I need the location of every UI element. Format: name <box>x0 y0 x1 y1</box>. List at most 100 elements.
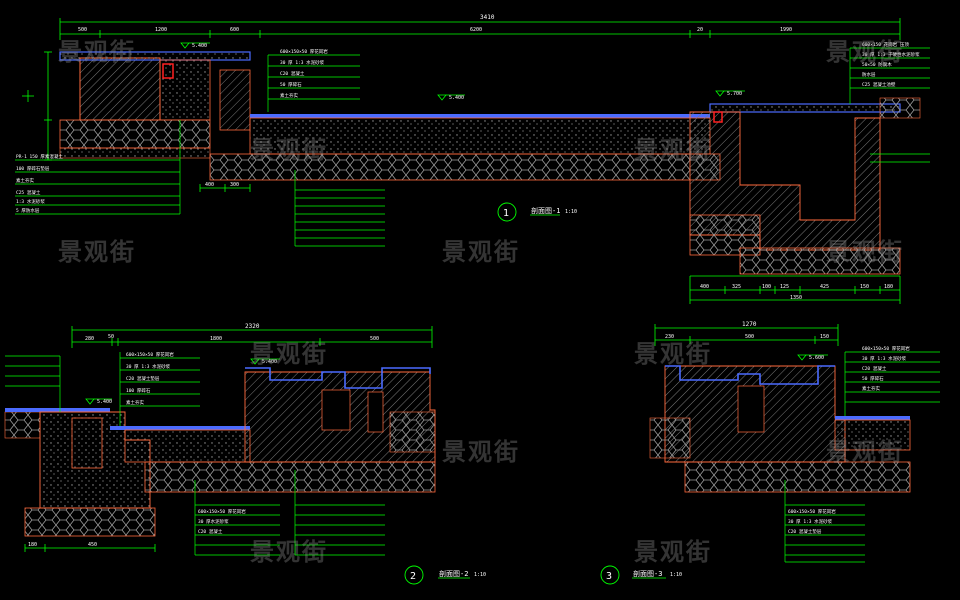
section-1-dim-left <box>22 51 52 161</box>
section-2-note-b2: 30 厚水泥砂浆 <box>198 518 229 525</box>
section-1-note-t3: C20 混凝土 <box>280 70 305 77</box>
section-2-base-left <box>24 507 156 537</box>
section-3: 1270 230 500 150 5.600 600×150×50 厚花岗岩 3… <box>600 321 940 585</box>
section-2-number-circle <box>404 565 424 585</box>
section-1-dim-bl-b: 300 <box>230 182 239 188</box>
section-2-elev-a: 5.400 <box>262 359 277 365</box>
section-2-drain-channel <box>71 417 103 469</box>
section-3-dim-top <box>654 324 839 346</box>
section-2-bed-void-a <box>321 389 351 431</box>
section-1-gravel-right <box>879 97 921 119</box>
section-3-number: 3 <box>606 571 612 582</box>
section-3-leaders-right <box>844 351 940 416</box>
section-2-elev-b: 5.400 <box>97 399 112 405</box>
section-2-bed-cap <box>245 367 431 389</box>
section-1-note-l4: C25 混凝土 <box>16 189 41 196</box>
section-1-dim-bottom-left <box>199 184 251 192</box>
section-3-paving-right <box>835 416 910 420</box>
section-2-note-t2: 30 厚 1:3 水泥砂浆 <box>126 363 171 370</box>
section-3-bed-cap <box>665 365 835 385</box>
section-3-number-circle <box>600 565 620 585</box>
section-1-dim-c: 600 <box>230 27 239 33</box>
section-2-note-t1: 600×150×50 厚花岗岩 <box>126 351 174 358</box>
section-1-note-t2: 30 厚 1:3 水泥砂浆 <box>280 59 325 66</box>
section-1-planter-core <box>79 57 161 121</box>
section-1-dim-br-a: 400 <box>700 284 709 290</box>
section-1-notes-table <box>294 170 385 247</box>
section-3-dim-c: 150 <box>820 334 829 340</box>
section-1-leaders-right <box>849 47 930 163</box>
section-3-slab <box>834 419 911 451</box>
section-1-slab <box>249 117 711 155</box>
section-1-dim-e: 20 <box>697 27 703 33</box>
section-1-scale: 1:10 <box>565 209 577 215</box>
section-2-dim-bottom-a: 180 <box>28 542 37 548</box>
section-1-red-marker-right <box>713 111 723 123</box>
section-2-gravel-left <box>4 411 41 439</box>
section-1-note-l2: 100 厚碎石垫层 <box>16 165 50 172</box>
section-1-number-circle <box>497 202 517 222</box>
section-3-note-r3: C20 混凝土 <box>862 365 887 372</box>
section-2-dim-bottom <box>24 544 156 552</box>
section-1-note-l5: 1:3 水泥砂浆 <box>16 198 45 205</box>
section-3-scale: 1:10 <box>670 572 682 578</box>
section-2: 2320 280 50 1800 500 180 450 5.400 5.400 <box>4 323 486 585</box>
section-2-elevation-markers <box>85 358 280 405</box>
section-1-subbase <box>209 153 721 181</box>
section-1-number: 1 <box>503 208 509 219</box>
section-3-gravel-left <box>649 417 691 459</box>
section-2-note-t3: C20 混凝土垫层 <box>126 375 160 382</box>
section-1-note-l3: 素土夯实 <box>16 177 34 184</box>
section-1-elev-a: 5.400 <box>192 43 207 49</box>
section-1-overall-dim: 3410 <box>480 14 495 21</box>
section-1-dim-d: 6200 <box>470 27 482 33</box>
section-2-dim-b: 50 <box>108 334 114 340</box>
section-3-note-b1: 600×150×50 厚花岗岩 <box>788 508 836 515</box>
section-2-notes-tables <box>194 470 385 556</box>
section-1-leaders-left <box>15 120 181 215</box>
section-1-planter-cap <box>59 51 251 61</box>
section-1-paving <box>250 114 710 118</box>
section-3-note-b3: C20 混凝土垫层 <box>788 528 822 535</box>
section-3-elev-a: 5.600 <box>809 355 824 361</box>
section-3-dim-a: 230 <box>665 334 674 340</box>
section-1-left-foot <box>59 147 211 159</box>
section-1-dim-br-e: 425 <box>820 284 829 290</box>
section-1-dim-f: 1990 <box>780 27 792 33</box>
section-2-dim-a: 280 <box>85 336 94 342</box>
section-1-leaders-top <box>267 54 360 112</box>
section-2-dim-d: 500 <box>370 336 379 342</box>
section-1-note-r4: 防水层 <box>862 71 876 78</box>
section-1-note-t1: 600×150×50 厚花岗岩 <box>280 48 328 55</box>
section-2-dim-bottom-b: 450 <box>88 542 97 548</box>
section-1-elev-c: 5.700 <box>727 91 742 97</box>
section-3-note-b2: 30 厚 1:3 水泥砂浆 <box>788 518 833 525</box>
section-1-note-r5: C25 混凝土池壁 <box>862 81 896 88</box>
section-3-note-r5: 素土夯实 <box>862 385 880 392</box>
section-1-wall-block <box>159 59 211 121</box>
section-2-note-t4: 100 厚碎石 <box>126 387 151 394</box>
section-1-dim-br-b: 325 <box>732 284 741 290</box>
section-2-bed-void-b <box>367 391 384 433</box>
section-1-dim-bottom-right <box>689 275 901 304</box>
section-3-note-r4: 50 厚碎石 <box>862 375 884 382</box>
section-2-paving <box>110 426 250 430</box>
section-1-note-r1: 600×150 花岗岩 压顶 <box>862 41 909 48</box>
section-2-subbase <box>144 461 436 493</box>
section-3-dim-b: 500 <box>745 334 754 340</box>
section-1-note-r2: 30 厚 1:3 干硬性水泥砂浆 <box>862 51 920 58</box>
section-3-note-r1: 600×150×50 厚花岗岩 <box>862 345 910 352</box>
section-3-overall-dim: 1270 <box>742 321 757 328</box>
section-1-left-base <box>59 119 211 149</box>
section-2-note-t5: 素土夯实 <box>126 399 144 406</box>
section-1-pool-foot <box>739 247 901 275</box>
section-3-title: 剖面图-3 <box>633 569 662 578</box>
section-2-dim-top <box>71 326 433 348</box>
section-1-dim-br-g: 180 <box>884 284 893 290</box>
section-2-paving-left <box>5 408 110 412</box>
section-2-scale: 1:10 <box>474 572 486 578</box>
section-3-subbase <box>684 461 911 493</box>
section-1-dim-a: 500 <box>78 27 87 33</box>
section-2-slab <box>124 429 251 463</box>
